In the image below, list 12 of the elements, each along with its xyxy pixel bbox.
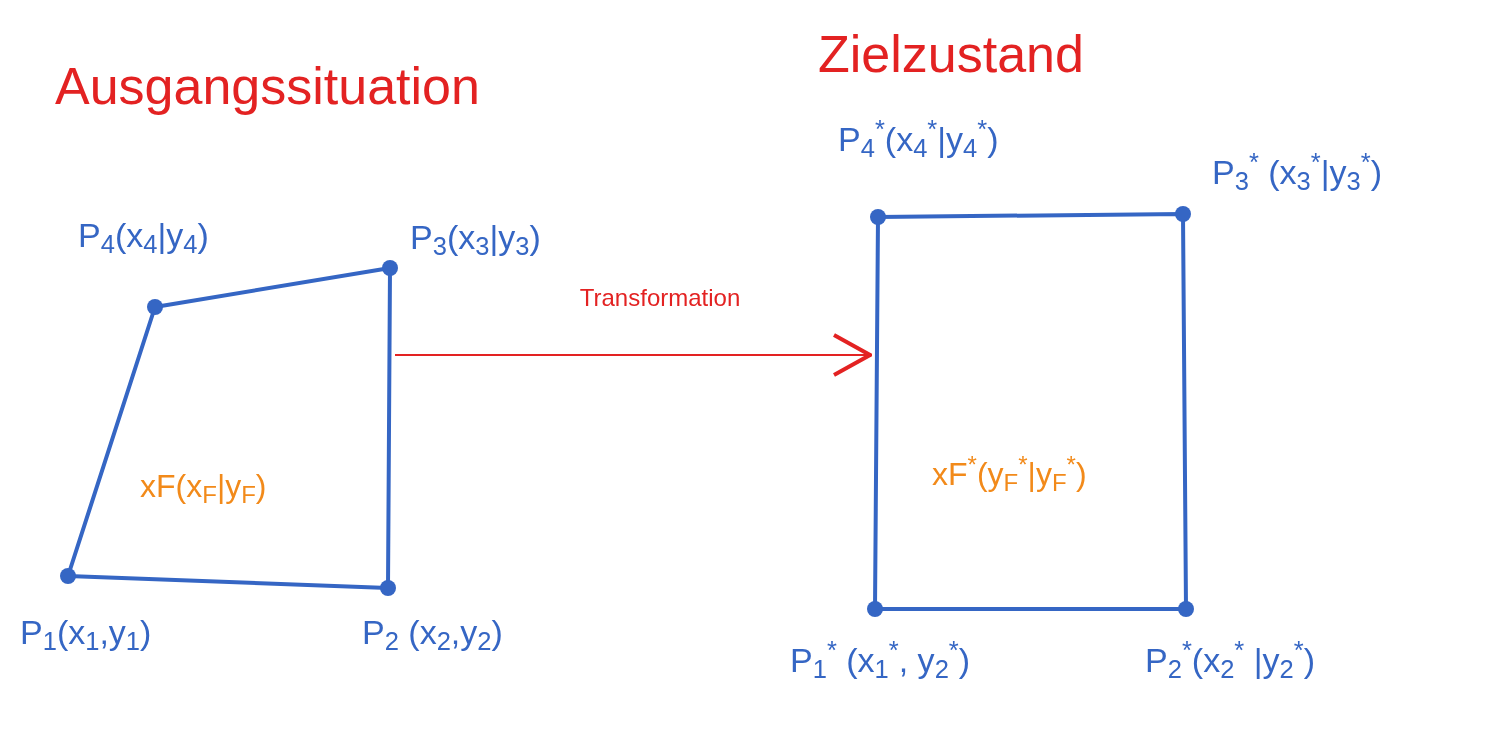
double-arrow: [394, 333, 872, 377]
heading: Zielzustand: [818, 28, 1084, 80]
point-label: P$_{3}$$^{*}$ (x$_{3}$$^{*}$|y$_{3}$$^{*}$): [1212, 155, 1382, 189]
point-label: P$_{1}$(x$_{1}$,y$_{1}$): [20, 615, 152, 649]
point-label: P$_{1}$$^{*}$ (x$_{1}$$^{*}$, y$_{2}$$^{*}$): [790, 643, 971, 677]
point-label: P$_{3}$(x$_{3}$|y$_{3}$): [410, 220, 541, 254]
point-label: P$_{2}$ (x$_{2}$,y$_{2}$): [362, 615, 503, 649]
point-label: P$_{4}$(x$_{4}$|y$_{4}$): [78, 218, 209, 252]
point-label: xF(x$_{F}$|y$_{F}$): [140, 470, 267, 502]
point-label: xF$^{*}$(y$_{F}$$^{*}$|y$_{F}$$^{*}$): [932, 458, 1087, 490]
point-label: P$_{4}$$^{*}$(x$_{4}$$^{*}$|y$_{4}$$^{*}$): [838, 122, 999, 156]
point-label: P$_{2}$$^{*}$(x$_{2}$$^{*}$ |y$_{2}$$^{*}$): [1145, 643, 1315, 677]
